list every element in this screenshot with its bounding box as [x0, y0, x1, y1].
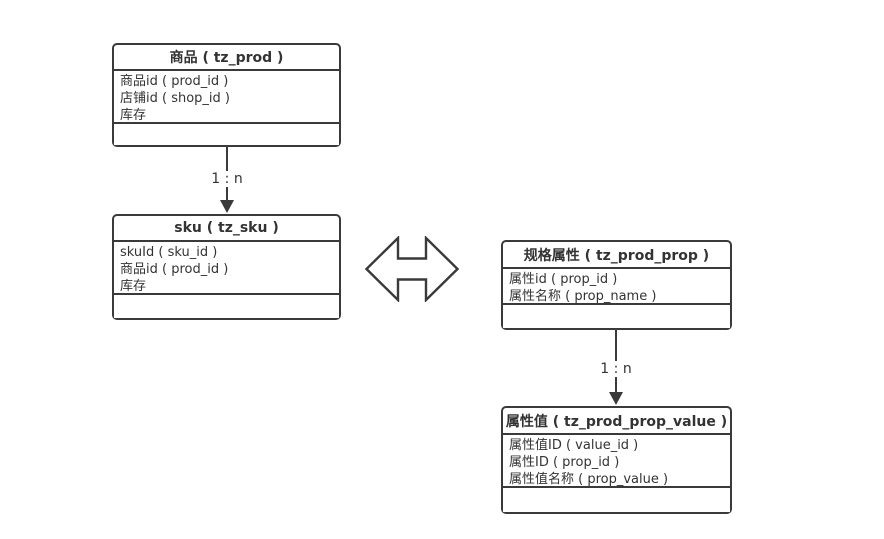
table-field: 属性名称 ( prop_name ) — [509, 289, 657, 304]
table-field: 店铺id ( shop_id ) — [120, 91, 230, 106]
table-empty-section — [503, 305, 730, 328]
arrowhead-down-icon — [609, 392, 623, 405]
table-fields: 商品id ( prod_id ) 店铺id ( shop_id ) 库存 — [114, 71, 339, 124]
entity-table-prop: 规格属性 ( tz_prod_prop ) 属性id ( prop_id ) 属… — [501, 240, 732, 330]
cardinality-label: 1 : n — [208, 171, 246, 187]
table-field: 库存 — [120, 108, 147, 123]
table-field: 商品id ( prod_id ) — [120, 262, 229, 277]
cardinality-label: 1 : n — [597, 361, 635, 377]
table-field: 属性ID ( prop_id ) — [509, 455, 620, 470]
table-field: 商品id ( prod_id ) — [120, 74, 229, 89]
table-empty-section — [114, 295, 339, 318]
table-empty-section — [114, 124, 339, 145]
arrowhead-down-icon — [220, 200, 234, 213]
table-empty-section — [503, 488, 730, 512]
table-field: 属性id ( prop_id ) — [509, 272, 618, 287]
entity-table-sku: sku ( tz_sku ) skuId ( sku_id ) 商品id ( p… — [112, 214, 341, 320]
table-title: 规格属性 ( tz_prod_prop ) — [503, 242, 730, 269]
table-title: 属性值 ( tz_prod_prop_value ) — [503, 408, 730, 435]
table-title: 商品 ( tz_prod ) — [114, 45, 339, 71]
table-field: 属性值名称 ( prop_value ) — [509, 472, 669, 487]
table-title: sku ( tz_sku ) — [114, 216, 339, 242]
double-arrow-icon — [365, 236, 459, 302]
table-fields: 属性值ID ( value_id ) 属性ID ( prop_id ) 属性值名… — [503, 435, 730, 488]
table-fields: skuId ( sku_id ) 商品id ( prod_id ) 库存 — [114, 242, 339, 295]
table-fields: 属性id ( prop_id ) 属性名称 ( prop_name ) — [503, 269, 730, 305]
table-field: 库存 — [120, 279, 147, 294]
table-field: skuId ( sku_id ) — [120, 245, 218, 260]
entity-table-prod: 商品 ( tz_prod ) 商品id ( prod_id ) 店铺id ( s… — [112, 43, 341, 147]
entity-table-prop-value: 属性值 ( tz_prod_prop_value ) 属性值ID ( value… — [501, 406, 732, 514]
table-field: 属性值ID ( value_id ) — [509, 438, 639, 453]
